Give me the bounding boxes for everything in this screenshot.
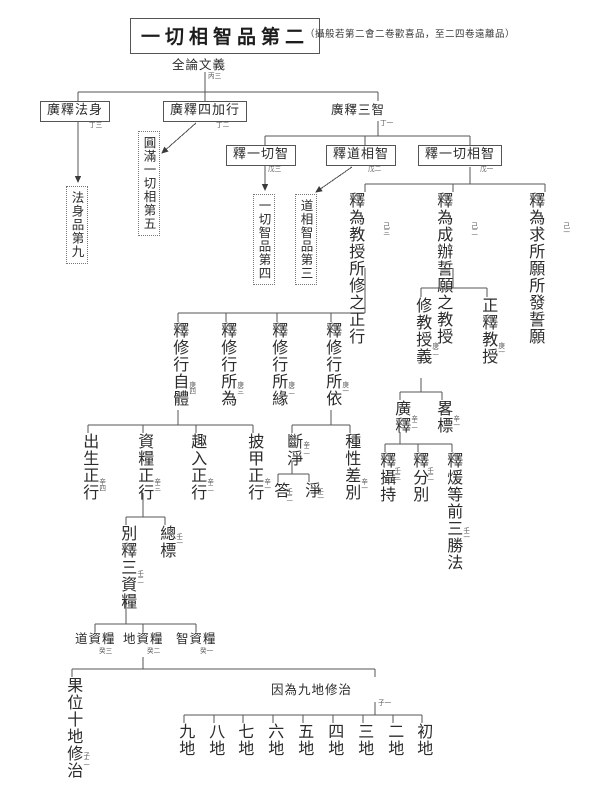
node-root: 全論文義 [172, 57, 227, 72]
tag-di-ziliang: 癸二 [147, 647, 161, 655]
node-dao-ziliang: 道資糧 [75, 631, 116, 646]
node-duanjing: 斷淨 [284, 433, 304, 467]
tag-biexi-sanziliang: 壬二 [135, 570, 144, 584]
tag-zhengshi-jiaoshou: 庚一 [496, 342, 505, 356]
tag-geng4: 庚四 [187, 381, 196, 395]
tag-guangshi: 辛二 [409, 415, 418, 429]
node-yinwei-jiudi: 因為九地修治 [271, 682, 353, 697]
tag-zhi-ziliang: 癸一 [200, 647, 214, 655]
tag-lvebiao: 辛一 [451, 415, 460, 429]
node-pin-daoxiang: 道相智品第三 [295, 194, 317, 285]
node-geng3: 釋修行所為 [218, 322, 238, 407]
node-zhi-ziliang: 智資糧 [176, 631, 217, 646]
tag-zhongxing-chabie: 辛一 [359, 478, 368, 492]
node-ziliang-zhengxing: 資糧正行 [135, 433, 155, 501]
node-guangshi-sijiaxing: 廣釋四加行 [163, 101, 248, 122]
node-guangshi: 廣釋 [392, 400, 412, 434]
node-ground-1: 初地 [414, 723, 434, 757]
node-ground-9: 九地 [176, 723, 196, 757]
node-guangshi-sanzhi: 廣釋三智 [331, 102, 386, 117]
node-di-ziliang: 地資糧 [123, 631, 164, 646]
node-ground-5: 五地 [295, 723, 315, 757]
tag-shi-yiqiezhi: 戊三 [268, 165, 282, 173]
tag-quru-zhengxing: 辛二 [205, 478, 214, 492]
node-pin-yiqiezhi: 一切智品第四 [253, 194, 275, 285]
tag-guangshi-fashen: 丁三 [89, 121, 103, 129]
node-geng4: 釋修行自體 [170, 322, 190, 407]
tag-shi-fenbie: 壬二 [425, 467, 434, 481]
node-zhengshi-jiaoshou: 正釋教授 [479, 297, 499, 365]
node-ji2: 釋為成辦誓願之教授 [434, 192, 454, 345]
tag-geng1: 庚一 [340, 381, 349, 395]
page-title: 一切相智品第二 [130, 18, 321, 54]
node-biexi-sanziliang: 別釋三資糧 [118, 525, 138, 610]
tag-da: 壬二 [284, 488, 293, 502]
node-ground-4: 四地 [325, 723, 345, 757]
tag-shi-nuandeng: 壬一 [461, 527, 470, 541]
node-quru-zhengxing: 趣入正行 [188, 433, 208, 501]
node-pin-fashen: 法身品第九 [66, 186, 88, 264]
node-ji1: 釋為求所願所發誓願 [526, 192, 546, 345]
node-ji3: 釋為教授所修之正行 [346, 192, 366, 345]
page-subtitle: （攝般若第二會二卷歡喜品，至二四卷遠離品） [305, 29, 516, 40]
node-guangshi-fashen: 廣釋法身 [40, 101, 111, 122]
tag-dao-ziliang: 癸三 [99, 647, 113, 655]
tag-ji1: 己一 [561, 222, 570, 236]
node-shi-fenbie: 釋分別 [410, 452, 430, 503]
node-zhongxing-chabie: 種性差別 [342, 433, 362, 501]
tag-geng3: 庚三 [235, 381, 244, 395]
node-chusheng-zhengxing: 出生正行 [80, 433, 100, 501]
node-shi-daoxiangzhi: 釋道相智 [326, 145, 397, 166]
node-lvebiao: 畧標 [434, 400, 454, 434]
node-guowei-shidi: 果位十地修治 [64, 677, 84, 779]
node-pin-yuanman: 圓滿一切相第五 [138, 131, 160, 236]
node-shi-shechi: 釋攝持 [377, 452, 397, 503]
node-pijia-zhengxing: 披甲正行 [245, 433, 265, 501]
node-shi-yiqiexiangzhi: 釋一切相智 [418, 145, 503, 166]
tag-guowei-shidi: 子二 [81, 752, 90, 766]
node-geng2: 釋修行所緣 [269, 322, 289, 407]
node-xiujiaoshouyi: 修教授義 [413, 297, 433, 365]
tag-chusheng-zhengxing: 辛四 [97, 478, 106, 492]
node-da: 答 [271, 482, 291, 499]
node-ground-2: 二地 [385, 723, 405, 757]
tag-shi-shechi: 壬三 [392, 467, 401, 481]
node-ground-8: 八地 [206, 723, 226, 757]
node-shi-yiqiezhi: 釋一切智 [226, 145, 297, 166]
node-ground-3: 三地 [355, 723, 375, 757]
node-ground-6: 六地 [265, 723, 285, 757]
tag-duanjing: 辛二 [301, 441, 310, 455]
tag-ziliang-zhengxing: 辛三 [152, 478, 161, 492]
node-ground-7: 七地 [235, 723, 255, 757]
tag-shi-daoxiangzhi: 戊二 [368, 165, 382, 173]
tag-shi-yiqiexiangzhi: 戊一 [480, 165, 494, 173]
tag-guangshi-sijiaxing: 丁二 [216, 121, 230, 129]
node-zongbiao: 總標 [157, 525, 177, 559]
node-geng1: 釋修行所依 [323, 322, 343, 407]
tag-ji2: 己二 [469, 222, 478, 236]
tag-zongbiao: 壬一 [174, 533, 183, 547]
tag-pijia-zhengxing: 辛一 [262, 478, 271, 492]
tag-guangshi-sanzhi: 丁一 [380, 119, 394, 127]
tag-geng2: 庚二 [286, 381, 295, 395]
tag-yinwei-jiudi: 子一 [378, 699, 392, 707]
tag-root: 丙三 [208, 72, 222, 80]
tag-xiujiaoshouyi: 庚二 [430, 342, 439, 356]
tag-ji3: 己三 [381, 222, 390, 236]
node-shi-nuandeng: 釋煖等前三勝法 [444, 452, 464, 571]
node-jing: 淨 [302, 482, 322, 499]
tag-jing: 壬一 [315, 488, 324, 502]
